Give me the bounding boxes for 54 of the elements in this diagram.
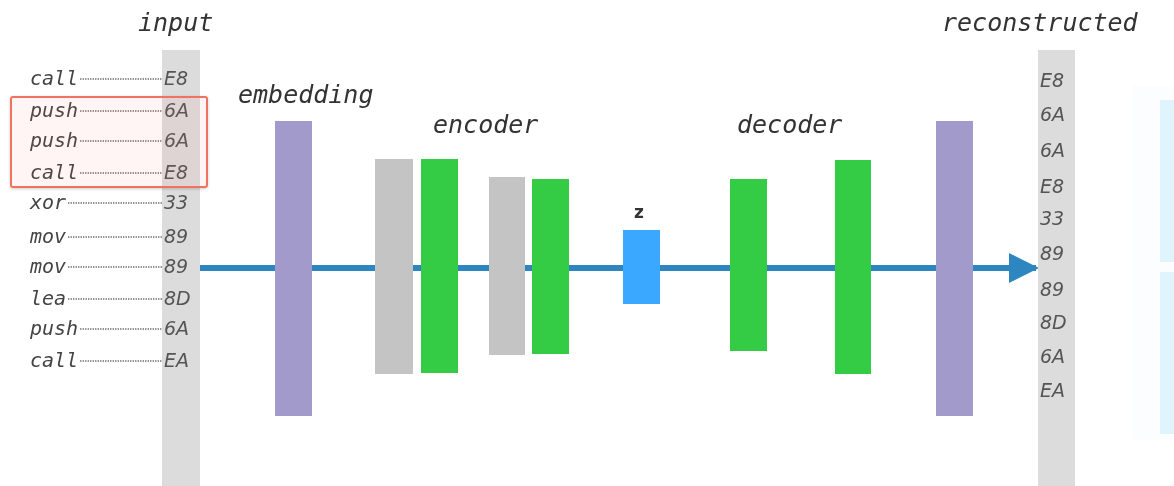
byte-value: 33 (164, 190, 189, 214)
byte-value: 6A (1040, 344, 1066, 368)
output-embedding-layer (936, 121, 973, 416)
byte-value: E8 (164, 66, 189, 90)
instruction-text: lea (30, 286, 67, 310)
layer-heading: input (138, 8, 214, 38)
byte-value: E8 (1040, 68, 1065, 92)
leader-line (67, 236, 163, 238)
byte-value: 89 (1040, 277, 1065, 301)
byte-value: 33 (1040, 206, 1065, 230)
encoder-layer (421, 159, 458, 373)
group-heading: encoder (433, 110, 539, 140)
byte-value: 89 (164, 224, 189, 248)
instruction-text: call (30, 348, 79, 372)
leader-line (79, 172, 163, 174)
byte-value: 6A (164, 128, 190, 152)
leader-line (79, 110, 163, 112)
encoder-layer (489, 177, 525, 355)
byte-value: E8 (164, 160, 189, 184)
leader-line (79, 328, 163, 330)
layer-heading: z (634, 202, 644, 222)
byte-value: 6A (164, 316, 190, 340)
leader-line (79, 360, 163, 362)
arrow (973, 253, 1039, 283)
encoder-layer (532, 179, 569, 354)
byte-value: 6A (164, 98, 190, 122)
leader-line (79, 78, 163, 80)
instruction-text: call (30, 66, 79, 90)
byte-value: 6A (1040, 102, 1066, 126)
instruction-text: mov (30, 254, 67, 278)
instruction-text: push (30, 128, 79, 152)
instruction-text: mov (30, 224, 67, 248)
decoder-layer (730, 179, 767, 351)
byte-value: E8 (1040, 174, 1065, 198)
instruction-text: push (30, 316, 79, 340)
byte-value: 89 (1040, 241, 1065, 265)
instruction-text: call (30, 160, 79, 184)
byte-value: EA (1040, 378, 1065, 402)
byte-value: 89 (164, 254, 189, 278)
encoder-layer (375, 159, 413, 374)
leader-line (67, 298, 163, 300)
byte-value: EA (164, 348, 189, 372)
leader-line (67, 266, 163, 268)
byte-value: 8D (1040, 310, 1067, 334)
leader-line (79, 140, 163, 142)
layer-heading: reconstructed (942, 8, 1138, 38)
group-heading: decoder (737, 110, 843, 140)
leader-line (67, 202, 163, 204)
byte-value: 8D (164, 286, 191, 310)
byte-value: 6A (1040, 138, 1066, 162)
instruction-text: push (30, 98, 79, 122)
instruction-text: xor (30, 190, 67, 214)
layer-heading: embedding (238, 80, 374, 110)
decoder-layer (835, 160, 871, 374)
